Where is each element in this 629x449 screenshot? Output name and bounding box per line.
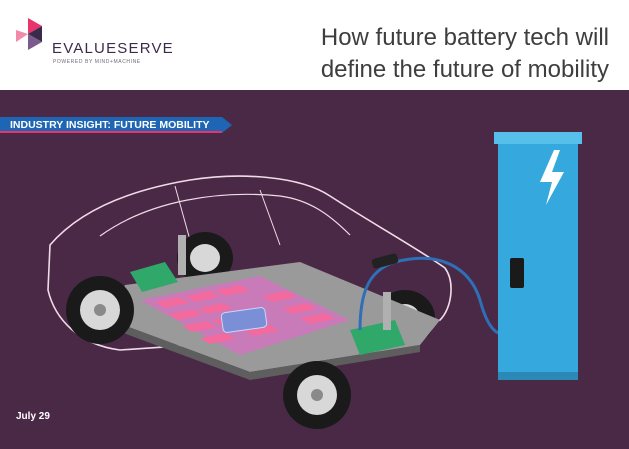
- logo-mark-icon: [16, 18, 42, 50]
- front-motor: [350, 320, 405, 355]
- ev-illustration: [47, 132, 582, 429]
- evalueserve-logo[interactable]: EVALUESERVE POWERED BY MIND+MACHINE: [14, 14, 174, 74]
- publish-date: July 29: [16, 411, 50, 422]
- battery-gauge-icon: [220, 307, 268, 333]
- lightning-bolt-icon: [540, 150, 564, 205]
- rear-motor: [130, 262, 178, 292]
- charging-station: [498, 138, 578, 378]
- battery-cells: [155, 285, 335, 344]
- brand-tagline: POWERED BY MIND+MACHINE: [53, 59, 141, 65]
- car-body-outline: [47, 175, 452, 351]
- header: EVALUESERVE POWERED BY MIND+MACHINE How …: [0, 0, 629, 90]
- car-window-outline: [99, 193, 351, 237]
- category-label: INDUSTRY INSIGHT: FUTURE MOBILITY: [10, 119, 210, 131]
- page-title: How future battery tech will define the …: [320, 24, 609, 83]
- category-banner: [0, 117, 232, 133]
- hero-illustration: [0, 90, 629, 449]
- brand-name: EVALUESERVE: [52, 40, 174, 57]
